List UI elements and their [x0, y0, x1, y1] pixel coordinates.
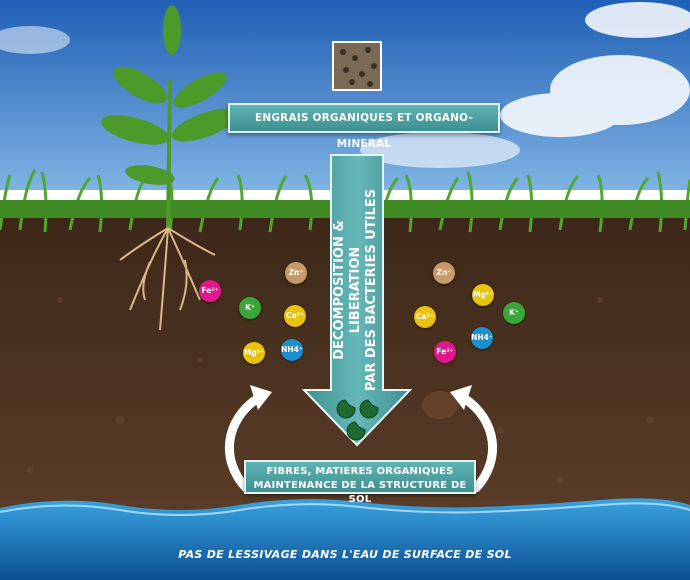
- grass: [0, 169, 690, 233]
- arrow-label-line2: PAR DES BACTERIES UTILES: [364, 188, 379, 392]
- ion-left-ca: Ca²⁺: [284, 305, 306, 327]
- ion-left-k: K⁺: [239, 297, 261, 319]
- ion-right-zn: Zn⁺: [433, 262, 455, 284]
- footer-caption: PAS DE LESSIVAGE DANS L'EAU DE SURFACE D…: [178, 548, 512, 561]
- bacteria-icons: [336, 399, 379, 441]
- arrow-label: DECOMPOSITION & LIBERATION PAR DES BACTE…: [332, 175, 380, 405]
- curved-arrow-left-head: [250, 385, 272, 410]
- banner-soil-structure-line1: FIBRES, MATIERES ORGANIQUES: [266, 466, 454, 477]
- roots: [119, 227, 216, 331]
- water: [0, 498, 690, 580]
- ion-right-ca: Ca²⁺: [414, 306, 436, 328]
- pellet-dots: [340, 47, 377, 87]
- ion-left-zn: Zn⁺: [285, 262, 307, 284]
- arrow-label-line1: DECOMPOSITION & LIBERATION: [332, 220, 363, 360]
- ion-left-fe: Fe²⁺: [199, 280, 221, 302]
- banner-soil-structure: FIBRES, MATIERES ORGANIQUES MAINTENANCE …: [244, 460, 476, 505]
- banner-organic-fertilizer: ENGRAIS ORGANIQUES ET ORGANO-MINERAL: [228, 103, 500, 150]
- down-arrow: [301, 154, 413, 447]
- ion-left-mg: Mg²⁺: [243, 342, 265, 364]
- ion-right-mg: Mg²⁺: [472, 284, 494, 306]
- plant: [101, 5, 239, 231]
- ion-right-fe: Fe²⁺: [434, 341, 456, 363]
- water-highlight: [0, 502, 690, 516]
- ion-left-nh4: NH4⁺: [281, 339, 303, 361]
- clouds: [0, 2, 690, 168]
- curved-arrow-right-head: [450, 385, 472, 410]
- curved-arrow-left: [224, 393, 263, 493]
- ion-right-nh4: NH4⁺: [471, 327, 493, 349]
- curved-arrow-right: [459, 393, 498, 493]
- banner-soil-structure-line2: MAINTENANCE DE LA STRUCTURE DE SOL: [253, 480, 467, 505]
- ion-right-k: K⁺: [503, 302, 525, 324]
- soil-texture: [27, 297, 654, 483]
